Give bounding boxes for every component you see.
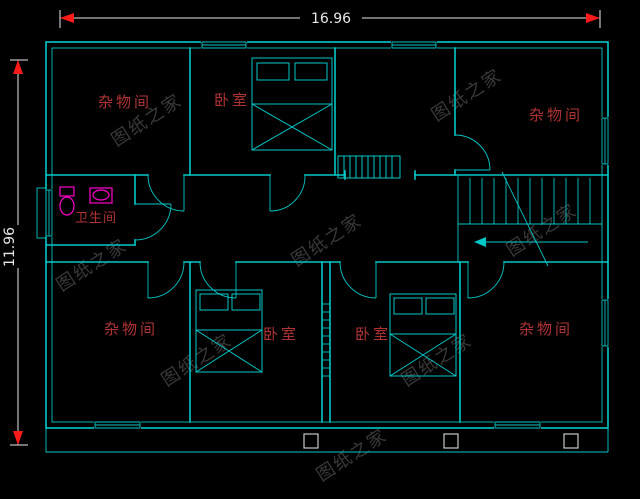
window-bottom-1 [94, 421, 141, 429]
room-labels: 杂物间 卧室 杂物间 卫生间 杂物间 卧室 卧室 杂物间 [75, 91, 583, 343]
door-bedroom-b2 [339, 261, 377, 299]
window-blank [391, 40, 437, 49]
column [443, 433, 459, 449]
watermark-text: 图纸之家 [398, 330, 477, 391]
door-storage-tr [454, 134, 491, 171]
room-label-storage-tl: 杂物间 [98, 93, 152, 111]
door-storage-tl [147, 174, 185, 212]
furniture [195, 57, 457, 377]
toilet [59, 186, 75, 216]
column [303, 433, 319, 449]
bathroom-fixtures [59, 186, 113, 216]
room-label-bedroom-b2: 卧室 [355, 325, 391, 343]
interior-walls [45, 47, 609, 423]
dim-arrow-left [60, 13, 74, 23]
window-blank [201, 40, 247, 49]
dim-arrow-top [13, 60, 23, 74]
room-label-bathroom: 卫生间 [75, 211, 117, 226]
stair-direction-arrow [474, 237, 588, 247]
bed-bottom-2 [389, 293, 457, 377]
bed-bottom-1 [195, 289, 263, 373]
window-bottom-2 [494, 421, 541, 429]
window-top-2 [391, 41, 437, 49]
room-label-bedroom-b1: 卧室 [263, 325, 299, 343]
dim-arrow-right [586, 13, 600, 23]
room-label-bedroom-top: 卧室 [214, 91, 250, 109]
window-top-1 [201, 41, 247, 49]
door-bedroom-b1 [199, 261, 237, 299]
left-dimension: 11.96 [2, 59, 28, 446]
wardrobe [337, 155, 401, 179]
watermark-text: 图纸之家 [313, 425, 392, 486]
vent-shaft [322, 303, 330, 377]
dim-arrow-bottom [13, 431, 23, 445]
watermark-text: 图纸之家 [428, 65, 507, 126]
room-label-storage-bl: 杂物间 [104, 320, 158, 338]
stair-break-line [501, 171, 549, 267]
window-right-2 [601, 299, 609, 347]
room-label-storage-tr: 杂物间 [529, 106, 583, 124]
staircase [457, 171, 602, 267]
dim-left-value: 11.96 [2, 227, 18, 267]
door-storage-bl [147, 261, 185, 299]
window-left-bathroom [36, 187, 53, 239]
sink [89, 187, 113, 204]
column [563, 433, 579, 449]
door-bedroom-top [269, 174, 306, 212]
door-bathroom [134, 203, 172, 241]
window-right-1 [601, 117, 609, 165]
watermark-text: 图纸之家 [158, 330, 237, 391]
doors [134, 134, 505, 299]
bed-top [251, 57, 333, 151]
watermark-text: 图纸之家 [53, 235, 132, 296]
windows [36, 40, 609, 429]
dim-top-value: 16.96 [311, 11, 351, 27]
door-storage-br [467, 261, 505, 299]
top-dimension: 16.96 [59, 10, 601, 28]
room-label-storage-br: 杂物间 [519, 320, 573, 338]
